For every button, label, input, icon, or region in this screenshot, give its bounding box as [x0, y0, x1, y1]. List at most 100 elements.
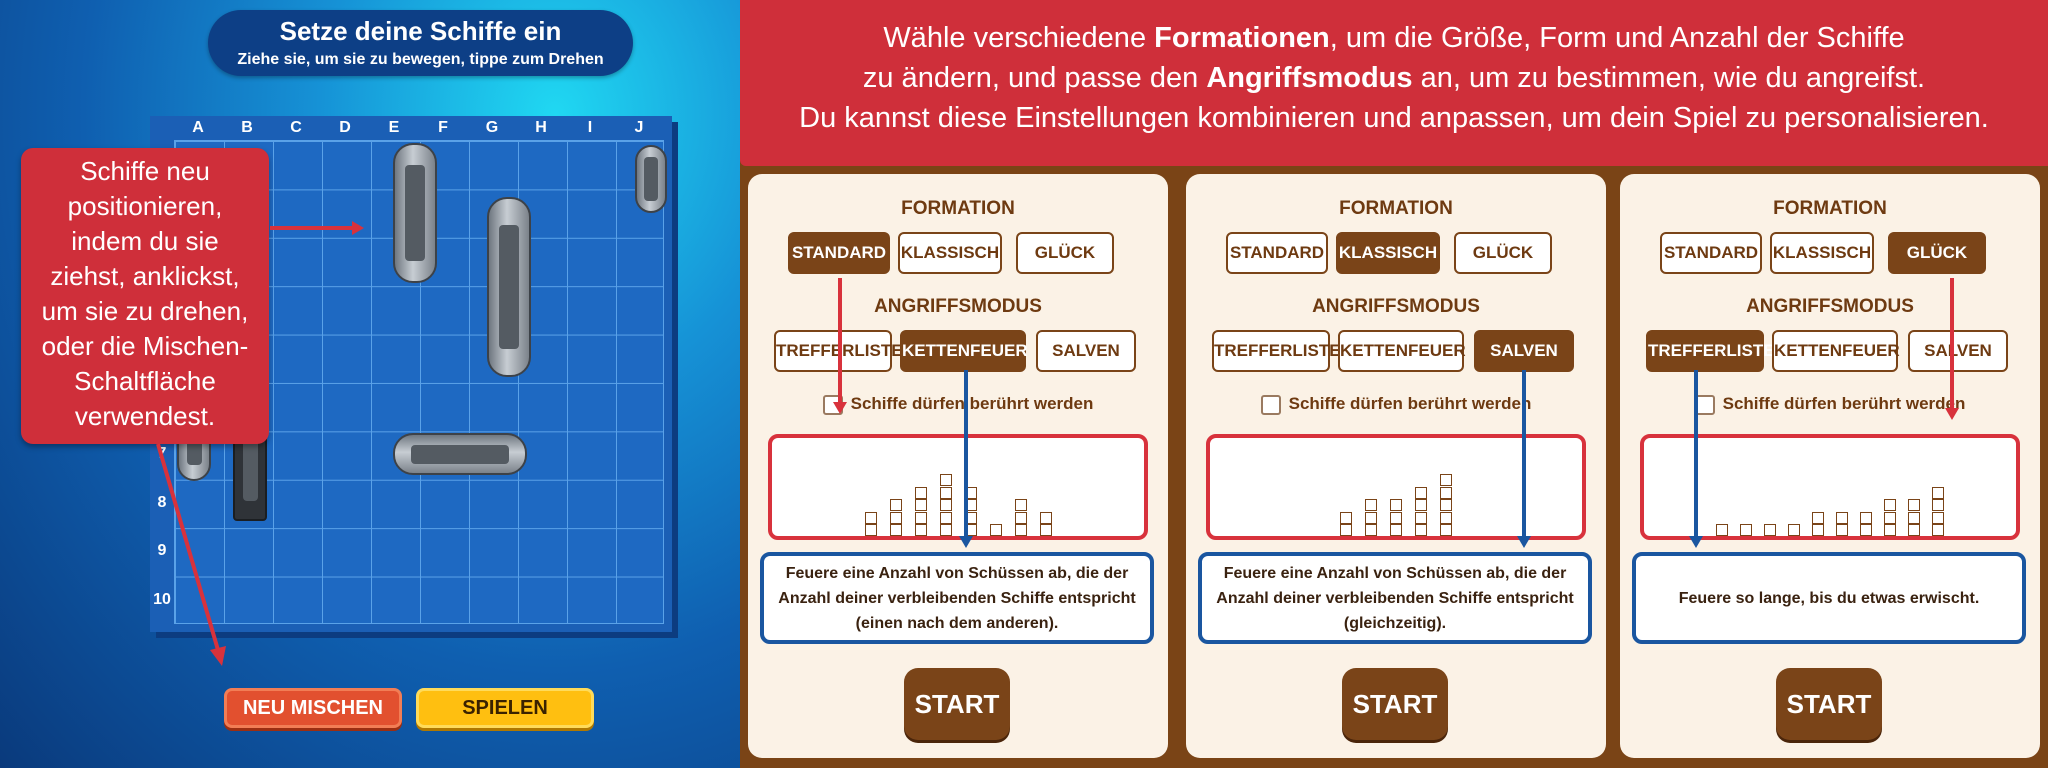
formation-option[interactable]: STANDARD — [788, 232, 890, 274]
ship-segment — [1365, 524, 1377, 536]
start-button[interactable]: START — [904, 668, 1010, 740]
placement-title-banner: Setze deine Schiffe ein Ziehe sie, um si… — [208, 10, 633, 76]
ship-segment — [1440, 524, 1452, 536]
attack-mode-option[interactable]: KETTENFEUER — [1772, 330, 1900, 372]
formation-heading: FORMATION — [1339, 198, 1453, 219]
formation-option[interactable]: GLÜCK — [1888, 232, 1986, 274]
column-header: H — [535, 119, 547, 136]
start-button[interactable]: START — [1776, 668, 1882, 740]
callout-line: verwendest. — [74, 401, 216, 431]
ship-segment — [1390, 511, 1402, 524]
ship-segment — [1908, 524, 1920, 536]
column-header: E — [388, 119, 400, 136]
attack-mode-option[interactable]: SALVEN — [1036, 330, 1136, 372]
attack-mode-description: Feuere so lange, bis du etwas erwischt. — [1632, 552, 2026, 644]
ship-vertical-4[interactable] — [393, 143, 437, 283]
touch-allowed-checkbox[interactable] — [822, 394, 843, 415]
ship-segment — [1908, 499, 1920, 511]
attack-mode-option[interactable]: KETTENFEUER — [1338, 330, 1466, 372]
ship-placement-screen: Setze deine Schiffe ein Ziehe sie, um si… — [0, 0, 740, 768]
fleet-preview — [1640, 434, 2020, 540]
settings-explanation: Wähle verschiedene Formationen, um die G… — [740, 0, 2048, 768]
touch-allowed-row[interactable]: Schiffe dürfen berührt werden — [1620, 394, 2040, 415]
touch-allowed-checkbox[interactable] — [1694, 394, 1715, 415]
ship-horizontal-3[interactable] — [393, 433, 527, 475]
ship-segment — [989, 524, 1002, 536]
row-header: 9 — [157, 542, 167, 560]
fleet-preview — [1206, 434, 1586, 540]
ship-segment — [1440, 486, 1452, 499]
formation-option[interactable]: GLÜCK — [1016, 232, 1114, 274]
ship-segment — [864, 524, 877, 536]
attack-mode-heading: ANGRIFFSMODUS — [1312, 296, 1480, 317]
ship-segment — [939, 486, 952, 499]
ship-segment — [1415, 486, 1427, 499]
ship-segment — [1884, 499, 1896, 511]
ship-segment — [914, 524, 927, 536]
ship-segment — [914, 511, 927, 524]
column-header: D — [339, 119, 351, 136]
ship-segment — [964, 511, 977, 524]
ship-segment — [864, 511, 877, 524]
start-button[interactable]: START — [1342, 668, 1448, 740]
column-header: B — [241, 119, 253, 136]
ship-segment — [1932, 524, 1944, 536]
ship-segment — [1860, 511, 1872, 524]
ship-segment — [1860, 524, 1872, 536]
row-header: 10 — [153, 590, 171, 608]
formation-option[interactable]: KLASSISCH — [898, 232, 1002, 274]
formation-option[interactable]: KLASSISCH — [1336, 232, 1440, 274]
ship-segment — [1932, 511, 1944, 524]
shuffle-button[interactable]: NEU MISCHEN — [224, 688, 402, 728]
attack-mode-option[interactable]: TREFFERLISTE — [1646, 330, 1775, 372]
column-header: G — [485, 119, 499, 136]
touch-allowed-checkbox[interactable] — [1260, 394, 1281, 415]
touch-allowed-row[interactable]: Schiffe dürfen berührt werden — [748, 394, 1168, 415]
formation-option[interactable]: KLASSISCH — [1770, 232, 1874, 274]
callout-line: ziehst, anklickst, — [50, 261, 240, 291]
ship-segment — [1812, 524, 1824, 536]
ship-segment — [1764, 524, 1776, 536]
formation-option[interactable]: STANDARD — [1660, 232, 1762, 274]
column-header: F — [438, 119, 448, 136]
attack-mode-option[interactable]: SALVEN — [1908, 330, 2008, 372]
ship-segment — [1014, 511, 1027, 524]
touch-allowed-label: Schiffe dürfen berührt werden — [850, 394, 1094, 413]
attack-mode-option[interactable]: KETTENFEUER — [900, 330, 1028, 372]
formation-option[interactable]: STANDARD — [1226, 232, 1328, 274]
touch-allowed-row[interactable]: Schiffe dürfen berührt werden — [1186, 394, 1606, 415]
ship-segment — [1365, 511, 1377, 524]
ship-segment — [1788, 524, 1800, 536]
attack-mode-option[interactable]: SALVEN — [1474, 330, 1574, 372]
ship-segment — [1884, 524, 1896, 536]
attack-mode-option[interactable]: TREFFERLISTE — [1212, 330, 1341, 372]
callout-line: indem du sie — [71, 226, 219, 256]
banner-line-2: zu ändern, und passe den Angriffsmodus a… — [862, 62, 1926, 94]
attack-mode-description: Feuere eine Anzahl von Schüssen ab, die … — [760, 552, 1154, 644]
touch-allowed-label: Schiffe dürfen berührt werden — [1722, 394, 1966, 413]
formation-option[interactable]: GLÜCK — [1454, 232, 1552, 274]
row-header: 8 — [157, 493, 167, 511]
attack-mode-option[interactable]: TREFFERLISTE — [774, 330, 903, 372]
ship-small-boat[interactable] — [635, 145, 667, 213]
play-button[interactable]: SPIELEN — [416, 688, 594, 728]
info-banner: Wähle verschiedene Formationen, um die G… — [740, 0, 2048, 166]
ship-segment — [964, 486, 977, 499]
ship-segment — [1365, 499, 1377, 511]
ship-segment — [964, 499, 977, 511]
ship-segment — [1740, 524, 1752, 536]
banner-line-3: Du kannst diese Einstellungen kombiniere… — [799, 102, 1989, 134]
attack-mode-heading: ANGRIFFSMODUS — [1746, 296, 1914, 317]
attack-mode-heading: ANGRIFFSMODUS — [874, 296, 1042, 317]
callout-line: positionieren, — [67, 191, 223, 221]
formation-heading: FORMATION — [901, 198, 1015, 219]
ship-segment — [1812, 511, 1824, 524]
placement-subtitle: Ziehe sie, um sie zu bewegen, tippe zum … — [237, 51, 604, 68]
ship-segment — [1014, 524, 1027, 536]
column-header: J — [634, 119, 644, 136]
ship-segment — [1415, 524, 1427, 536]
ship-segment — [1415, 511, 1427, 524]
ship-vertical-5[interactable] — [487, 197, 531, 377]
